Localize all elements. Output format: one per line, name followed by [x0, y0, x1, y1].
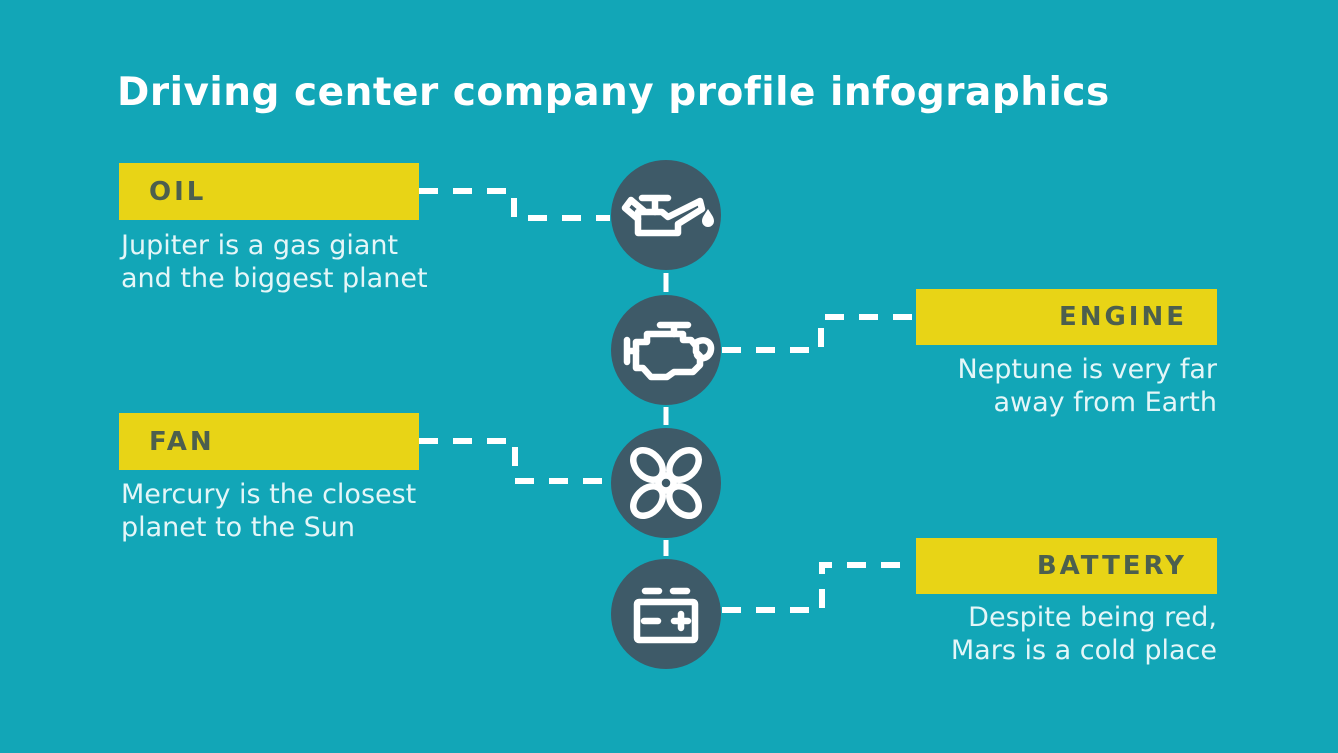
oil-label: OIL: [149, 176, 207, 207]
oil-can-icon: [621, 194, 714, 237]
fan-description-line-1: Mercury is the closest: [121, 479, 417, 510]
oil-description-line-1: Jupiter is a gas giant: [121, 230, 399, 261]
battery-description-line-1: Despite being red,: [968, 602, 1217, 633]
battery-description: Despite being red, Mars is a cold place: [916, 601, 1217, 667]
engine-connector-line: [722, 314, 915, 353]
fan-label-box: FAN: [119, 413, 419, 470]
engine-description-line-2: away from Earth: [993, 387, 1217, 418]
oil-connector-line: [419, 188, 610, 221]
oil-icon-circle: [611, 160, 721, 270]
battery-label: BATTERY: [1036, 551, 1187, 581]
battery-label-box: BATTERY: [916, 538, 1217, 594]
engine-label-box: ENGINE: [916, 289, 1217, 345]
page-title: Driving center company profile infograph…: [117, 70, 1110, 115]
engine-label: ENGINE: [1058, 302, 1187, 332]
fan-label: FAN: [149, 426, 215, 457]
battery-description-line-2: Mars is a cold place: [950, 635, 1217, 666]
engine-icon: [623, 321, 715, 381]
battery-icon-circle: [611, 559, 721, 669]
oil-description-line-2: and the biggest planet: [121, 263, 428, 294]
fan-connector-line: [419, 438, 610, 484]
battery-icon: [633, 587, 699, 644]
fan-description: Mercury is the closest planet to the Sun: [121, 478, 416, 544]
oil-label-box: OIL: [119, 163, 419, 220]
engine-description: Neptune is very far away from Earth: [916, 353, 1217, 419]
fan-description-line-2: planet to the Sun: [121, 512, 356, 543]
fan-icon-circle: [611, 428, 721, 538]
engine-icon-circle: [611, 295, 721, 405]
fan-icon: [630, 447, 702, 519]
engine-description-line-1: Neptune is very far: [957, 354, 1217, 385]
oil-description: Jupiter is a gas giant and the biggest p…: [121, 229, 428, 295]
battery-connector-line: [722, 562, 915, 613]
